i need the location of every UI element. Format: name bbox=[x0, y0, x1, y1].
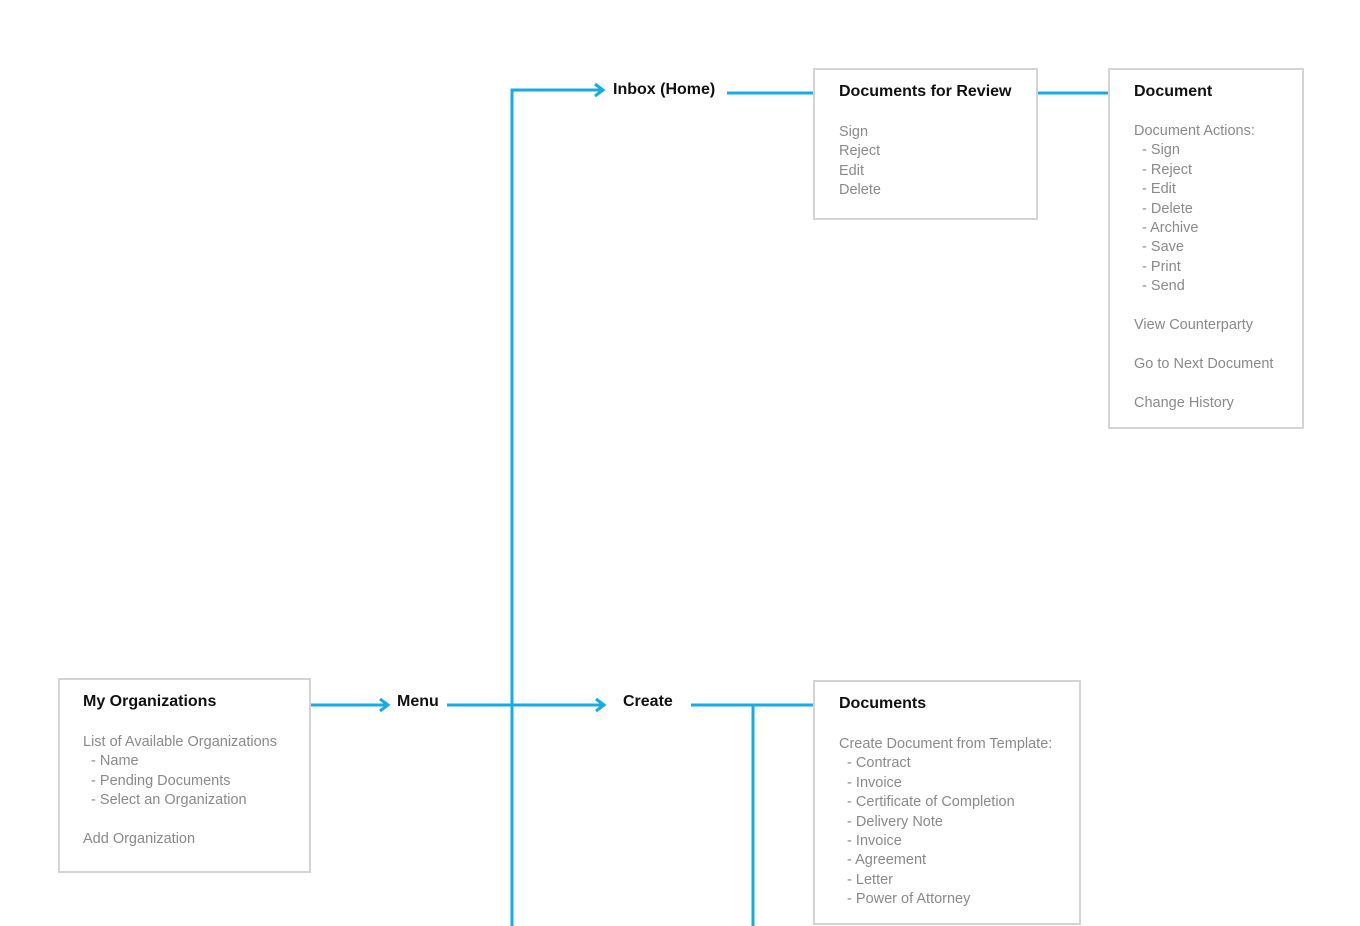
list-item: - Pending Documents bbox=[83, 772, 231, 789]
list-item: - Contract bbox=[839, 755, 911, 772]
box-document-title: Document bbox=[1134, 83, 1213, 100]
trunk-line bbox=[510, 88, 602, 926]
list-item: - Agreement bbox=[839, 852, 927, 869]
arrowhead-menu bbox=[379, 697, 391, 713]
box-documents-title: Documents bbox=[839, 695, 927, 712]
list-item: - Send bbox=[1134, 278, 1185, 295]
list-item: Create Document from Template: bbox=[839, 736, 1053, 752]
list-item: - Edit bbox=[1134, 181, 1176, 198]
list-item: - Delivery Note bbox=[839, 813, 943, 830]
box-document-lines: Document Actions: - Sign - Reject - Edit… bbox=[1134, 122, 1273, 413]
box-my-organizations-lines: List of Available Organizations - Name -… bbox=[83, 733, 277, 849]
list-item: - Certificate of Completion bbox=[839, 794, 1015, 811]
list-item: - Select an Organization bbox=[83, 792, 247, 809]
list-item: - Power of Attorney bbox=[839, 891, 971, 908]
list-item: View Counterparty bbox=[1134, 317, 1254, 334]
list-item: Document Actions: bbox=[1134, 123, 1255, 139]
list-item bbox=[1134, 297, 1273, 316]
list-item: Edit bbox=[839, 162, 864, 179]
list-item: - Invoice bbox=[839, 774, 902, 791]
box-document bbox=[1108, 68, 1304, 429]
list-item: List of Available Organizations bbox=[83, 734, 277, 750]
arrowhead-create bbox=[595, 697, 607, 713]
list-item: Delete bbox=[839, 182, 881, 199]
box-documents-for-review-title: Documents for Review bbox=[839, 83, 1012, 100]
list-item: Go to Next Document bbox=[1134, 355, 1274, 372]
list-item: - Sign bbox=[1134, 142, 1180, 159]
box-documents-for-review bbox=[813, 68, 1038, 220]
list-item: Change History bbox=[1134, 394, 1234, 411]
node-inbox: Inbox (Home) bbox=[613, 81, 716, 98]
list-item: Reject bbox=[839, 143, 881, 160]
box-my-organizations-title: My Organizations bbox=[83, 693, 217, 710]
list-item: - Invoice bbox=[839, 833, 902, 850]
node-create: Create bbox=[623, 693, 673, 710]
list-item bbox=[83, 811, 277, 830]
list-item: - Print bbox=[1134, 258, 1181, 275]
list-item: - Name bbox=[83, 753, 139, 770]
list-item: - Letter bbox=[839, 871, 893, 888]
node-menu: Menu bbox=[397, 693, 439, 710]
list-item bbox=[1134, 335, 1273, 354]
list-item: - Archive bbox=[1134, 220, 1199, 237]
list-item: Add Organization bbox=[83, 831, 196, 848]
box-my-organizations bbox=[58, 678, 311, 873]
box-documents-for-review-lines: Sign Reject Edit Delete bbox=[839, 123, 881, 201]
arrowhead-inbox bbox=[594, 82, 606, 98]
list-item: - Save bbox=[1134, 239, 1184, 256]
list-item: - Delete bbox=[1134, 200, 1193, 217]
list-item bbox=[1134, 374, 1273, 393]
list-item: - Reject bbox=[1134, 161, 1193, 178]
list-item: Sign bbox=[839, 124, 869, 140]
box-documents-lines: Create Document from Template: - Contrac… bbox=[839, 735, 1052, 910]
box-documents bbox=[813, 680, 1081, 925]
